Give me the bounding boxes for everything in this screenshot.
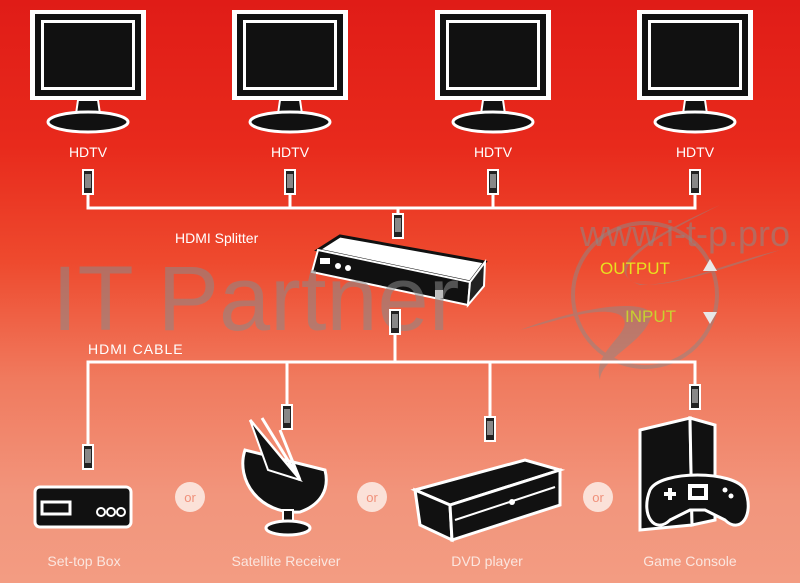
or-separator: or (357, 482, 387, 512)
tv-icon (433, 8, 553, 134)
watermark-url: www.i-t-p.pro (579, 213, 790, 254)
svg-text:or: or (366, 490, 378, 505)
tv-4 (635, 8, 755, 134)
tv-3 (433, 8, 553, 134)
hdmi-connector-icon (389, 309, 401, 335)
hdmi-connector-icon (281, 404, 293, 430)
cable-label: HDMI CABLE (88, 341, 184, 357)
hdmi-connector-icon (392, 213, 404, 239)
hdmi-connector-icon (284, 169, 296, 195)
hdmi-connector-icon (689, 169, 701, 195)
or-separator: or (175, 482, 205, 512)
hdmi-connector-icon (484, 416, 496, 442)
input-legend-label: INPUT (625, 307, 676, 326)
hdmi-connector-icon (82, 169, 94, 195)
hdmi-connector-icon (82, 444, 94, 470)
splitter-label: HDMI Splitter (175, 230, 259, 246)
tv-icon (28, 8, 148, 134)
tv-1 (28, 8, 148, 134)
input-cables (86, 334, 697, 445)
set-top-box-icon (33, 485, 133, 529)
source-label: DVD player (451, 553, 523, 569)
game-console-icon (638, 416, 750, 532)
up-arrow-icon (703, 259, 717, 271)
tv-icon (635, 8, 755, 134)
source-label: Satellite Receiver (232, 553, 341, 569)
svg-text:or: or (184, 490, 196, 505)
tv-label: HDTV (69, 144, 108, 160)
source-label: Game Console (643, 553, 737, 569)
watermark-logo (520, 205, 780, 380)
tv-icon (230, 8, 350, 134)
tv-label: HDTV (474, 144, 513, 160)
tv-2 (230, 8, 350, 134)
output-cables (86, 194, 697, 214)
hdmi-splitter-icon (310, 234, 488, 309)
tv-label: HDTV (676, 144, 715, 160)
output-legend-label: OUTPUT (600, 259, 670, 278)
hdmi-connector-icon (689, 384, 701, 410)
hdmi-connector-icon (487, 169, 499, 195)
down-arrow-icon (703, 312, 717, 324)
source-label: Set-top Box (47, 553, 120, 569)
or-separator: or (583, 482, 613, 512)
svg-text:or: or (592, 490, 604, 505)
dvd-player-icon (410, 458, 566, 543)
tv-label: HDTV (271, 144, 310, 160)
satellite-dish-icon (241, 417, 328, 537)
